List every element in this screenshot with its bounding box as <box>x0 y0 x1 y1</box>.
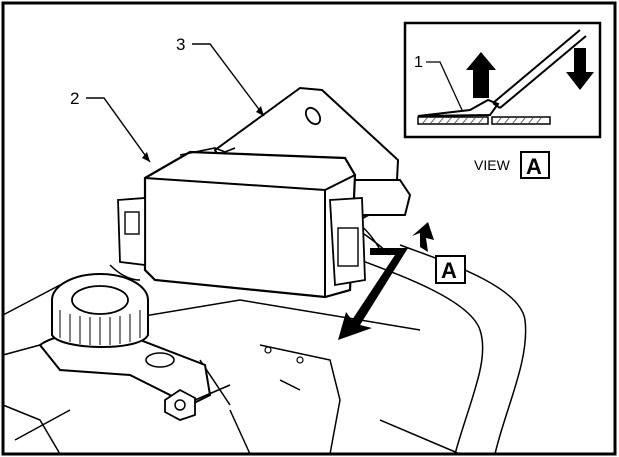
view-a-pointer-icon <box>412 222 434 252</box>
callout-3-label: 3 <box>176 35 185 54</box>
screwdriver <box>492 29 587 109</box>
view-label: VIEW <box>474 157 511 173</box>
view-letter-box <box>520 151 550 179</box>
direction-arrow-icon <box>338 248 408 340</box>
arrow-letter: A <box>441 258 457 283</box>
down-arrow-icon <box>566 48 594 90</box>
module-body <box>117 147 366 299</box>
callout-3-leader <box>192 43 265 117</box>
callout-2-leader <box>86 97 151 163</box>
callout-1-leader <box>426 61 463 111</box>
view-letter: A <box>526 154 542 179</box>
bracket-slot <box>304 106 322 126</box>
arrow-letter-box <box>435 255 466 284</box>
battery-terminal <box>38 273 231 421</box>
inset-base-left <box>417 116 489 125</box>
inset-view-a: 1 <box>403 21 602 139</box>
panel-hole <box>264 346 272 354</box>
panel-hole <box>296 356 304 364</box>
callout-2-arrowhead <box>142 152 150 162</box>
callout-2-label: 2 <box>70 89 79 108</box>
inset-base-right <box>491 116 551 125</box>
callout-3-arrowhead <box>256 106 264 116</box>
callout-1-label: 1 <box>414 54 423 71</box>
up-arrow-icon <box>466 52 496 98</box>
